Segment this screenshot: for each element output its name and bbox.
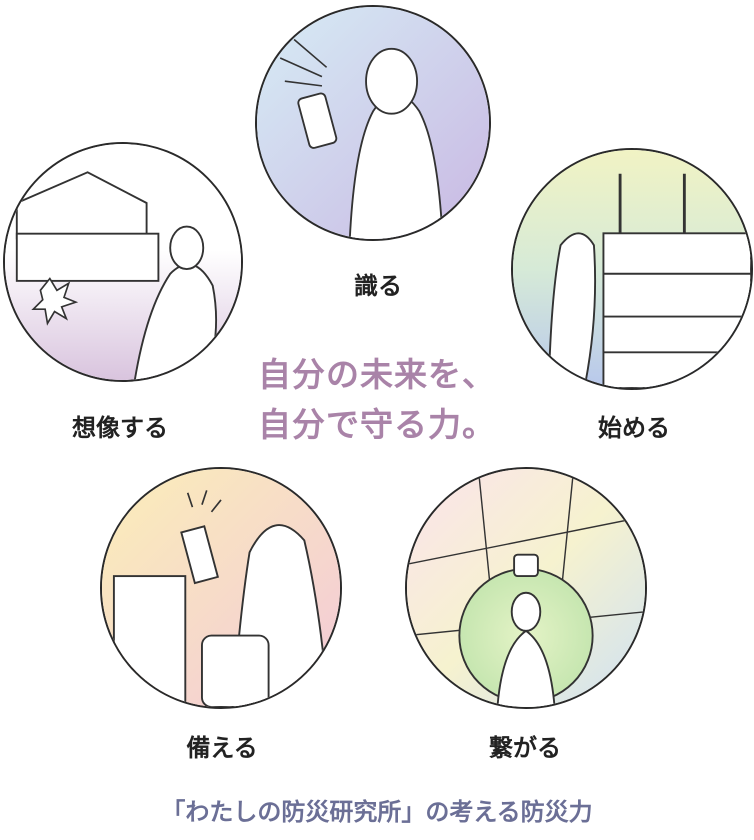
label-start: 始める xyxy=(598,414,670,442)
label-prepare: 備える xyxy=(186,734,258,762)
illustration-start xyxy=(511,148,753,390)
illustration-imagine xyxy=(3,142,243,382)
illustration-connect xyxy=(405,467,647,709)
label-connect: 繋がる xyxy=(489,734,561,762)
label-know: 識る xyxy=(354,272,402,300)
illustration-prepare xyxy=(100,467,342,709)
illustration-know xyxy=(255,5,491,241)
caption: 「わたしの防災研究所」の考える防災力 xyxy=(161,798,593,826)
label-imagine: 想像する xyxy=(72,414,168,442)
slogan: 自分の未来を、 自分で守る力。 xyxy=(258,350,496,450)
slogan-line-2: 自分で守る力。 xyxy=(258,405,496,444)
slogan-line-1: 自分の未来を、 xyxy=(258,355,496,394)
